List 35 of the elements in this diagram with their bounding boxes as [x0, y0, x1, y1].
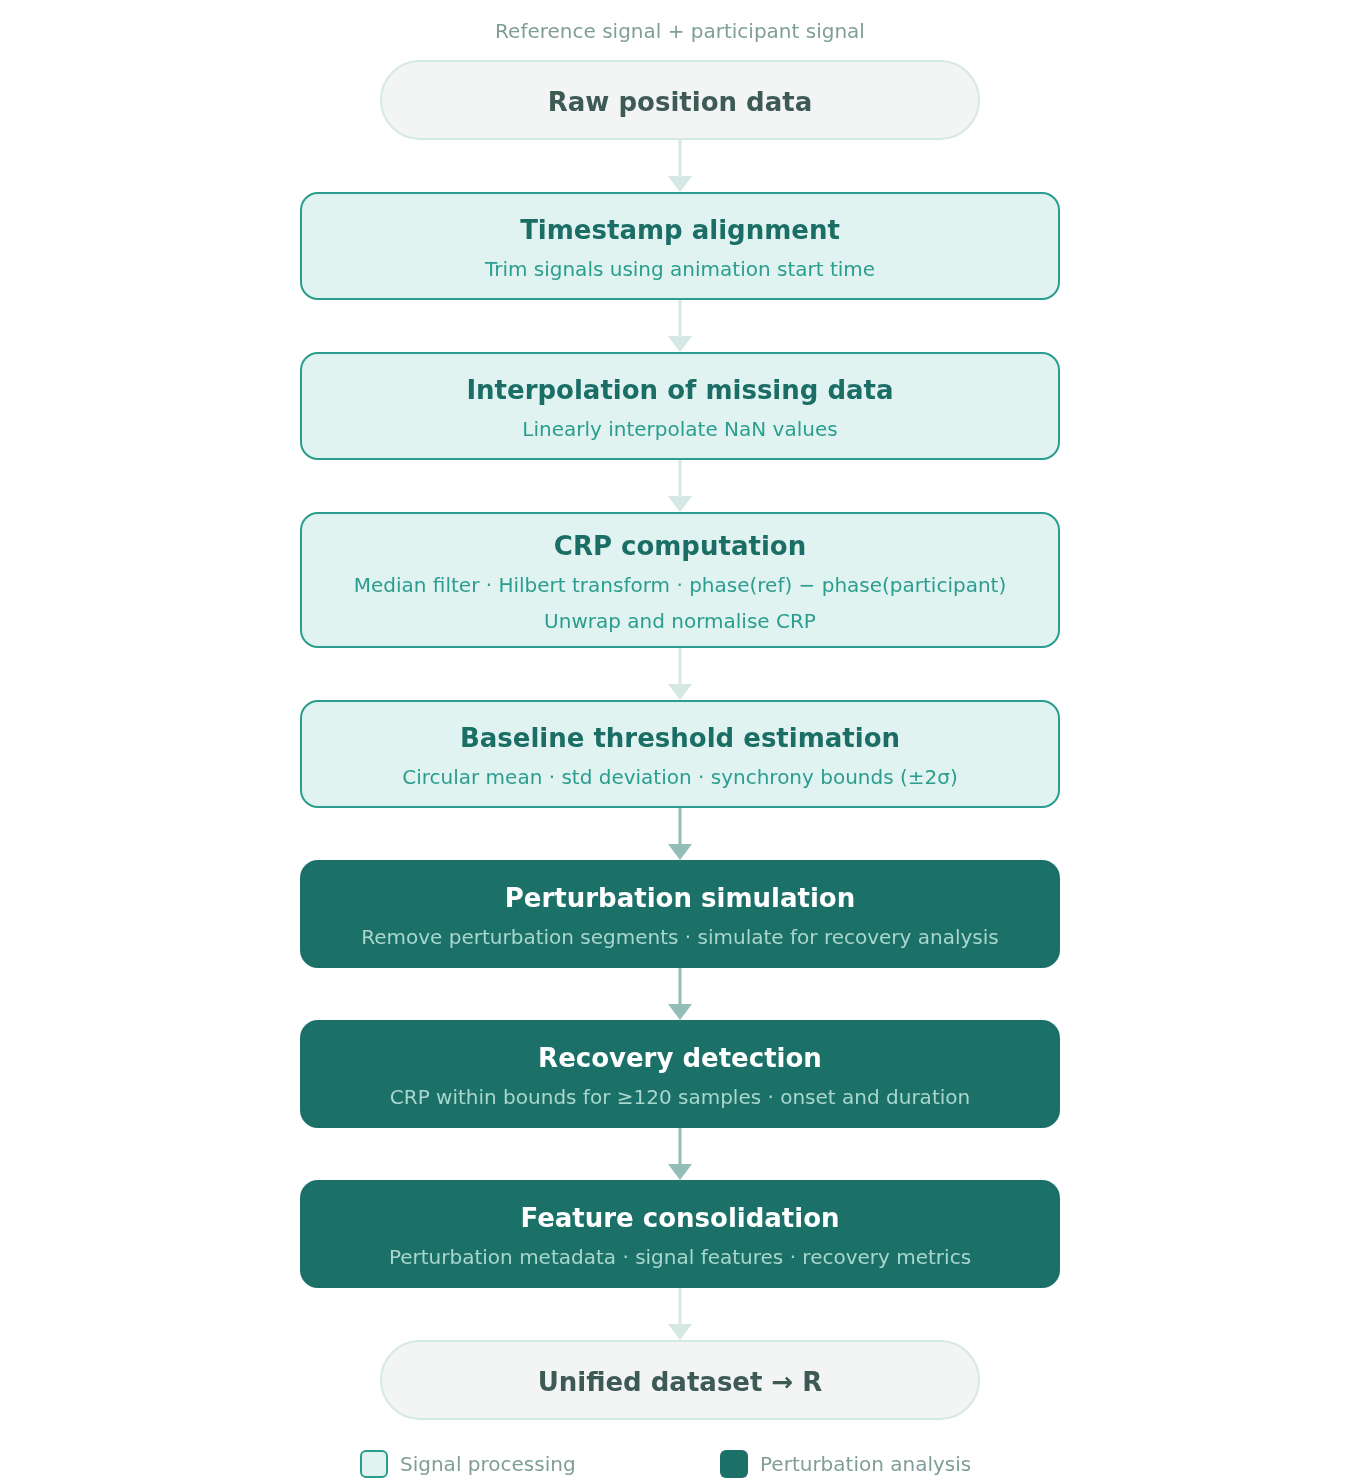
step-title: Perturbation simulation [504, 882, 856, 914]
step-description: Trim signals using animation start time [484, 256, 876, 282]
process-box [300, 352, 1060, 460]
arrow [668, 968, 692, 1020]
legend-label: Perturbation analysis [760, 1451, 972, 1477]
input-caption: Reference signal + participant signal [495, 18, 865, 44]
process-box [300, 192, 1060, 300]
terminal-label: Unified dataset → R [537, 1366, 823, 1398]
step-title: Timestamp alignment [520, 214, 840, 246]
step-title: Feature consolidation [520, 1202, 840, 1234]
arrow [668, 1288, 692, 1340]
step-title: Recovery detection [538, 1042, 822, 1074]
step-title: CRP computation [553, 530, 807, 562]
step-description: CRP within bounds for ≥120 samples · onset and duration [389, 1084, 971, 1110]
analysis-box [300, 1020, 1060, 1128]
arrow [668, 648, 692, 700]
step-description: Circular mean · std deviation · synchrony bounds (±2σ) [402, 764, 958, 790]
legend-label: Signal processing [400, 1451, 576, 1477]
step-title: Interpolation of missing data [466, 374, 894, 406]
step-title: Baseline threshold estimation [459, 722, 901, 754]
process-box [300, 512, 1060, 648]
step-description: Perturbation metadata · signal features · recovery metrics [388, 1244, 972, 1270]
terminal-label: Raw position data [547, 86, 813, 118]
arrow [668, 808, 692, 860]
process-box [300, 700, 1060, 808]
arrow [668, 460, 692, 512]
step-description: Median filter · Hilbert transform · phase(ref) − phase(participant) [353, 572, 1007, 598]
arrow [668, 140, 692, 192]
step-description: Unwrap and normalise CRP [544, 608, 816, 634]
arrow [668, 1128, 692, 1180]
arrow [668, 300, 692, 352]
step-description: Remove perturbation segments · simulate for recovery analysis [361, 924, 999, 950]
step-description: Linearly interpolate NaN values [522, 416, 838, 442]
analysis-box [300, 1180, 1060, 1288]
analysis-box [300, 860, 1060, 968]
